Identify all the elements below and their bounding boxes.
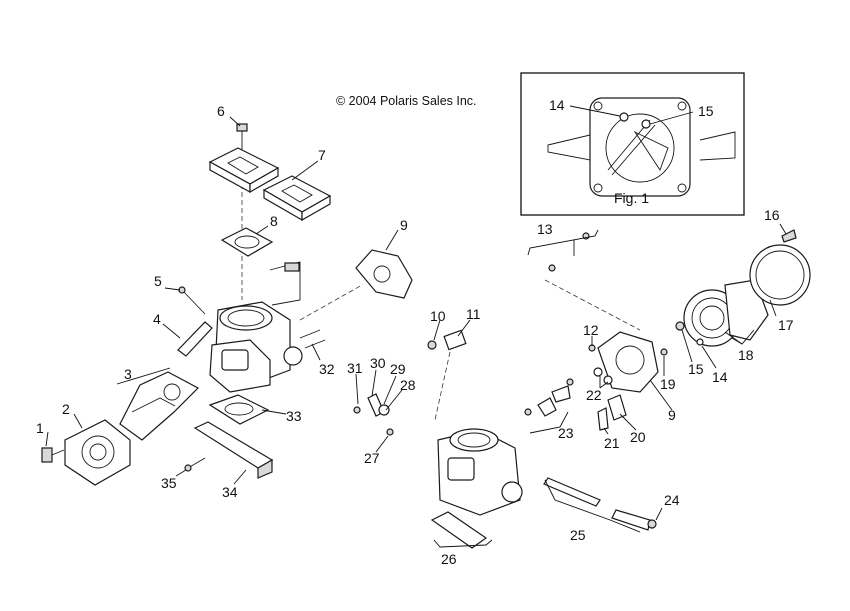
copyright-notice: © 2004 Polaris Sales Inc. xyxy=(336,94,477,108)
callout-23: 23 xyxy=(558,425,574,441)
callout-16: 16 xyxy=(764,207,780,223)
callout-18: 18 xyxy=(738,347,754,363)
callouts: 1 2 3 4 5 6 7 8 9 10 11 12 13 14 15 16 1… xyxy=(36,103,794,567)
callout-12: 12 xyxy=(583,322,599,338)
callout-6: 6 xyxy=(217,103,225,119)
inset-fig-1: 14 15 Fig. 1 xyxy=(520,72,745,216)
callout-11: 11 xyxy=(466,306,481,322)
callout-25: 25 xyxy=(570,527,586,543)
callout-30: 30 xyxy=(370,355,386,371)
callout-27: 27 xyxy=(364,450,380,466)
callout-21: 21 xyxy=(604,435,620,451)
callout-19: 19 xyxy=(660,376,676,392)
callout-2: 2 xyxy=(62,401,70,417)
callout-1: 1 xyxy=(36,420,44,436)
callout-15: 15 xyxy=(688,361,704,377)
callout-3: 3 xyxy=(124,366,132,382)
right-carburetor-assembly xyxy=(353,229,811,549)
callout-9-left: 9 xyxy=(400,217,408,233)
callout-26: 26 xyxy=(441,551,457,567)
callout-5: 5 xyxy=(154,273,162,289)
callout-28: 28 xyxy=(400,377,416,393)
callout-9-right: 9 xyxy=(668,407,676,423)
callout-34: 34 xyxy=(222,484,238,500)
callout-22: 22 xyxy=(586,387,602,403)
callout-32: 32 xyxy=(319,361,335,377)
callout-24: 24 xyxy=(664,492,680,508)
callout-20: 20 xyxy=(630,429,646,445)
callout-35: 35 xyxy=(161,475,177,491)
callout-15-inset: 15 xyxy=(698,103,714,119)
callout-33: 33 xyxy=(286,408,302,424)
callout-4: 4 xyxy=(153,311,161,327)
callout-31: 31 xyxy=(347,360,363,376)
left-carburetor-assembly xyxy=(41,123,413,486)
callout-8: 8 xyxy=(270,213,278,229)
callout-14-inset: 14 xyxy=(549,97,565,113)
callout-14: 14 xyxy=(712,369,728,385)
callout-13: 13 xyxy=(537,221,553,237)
callout-7: 7 xyxy=(318,147,326,163)
callout-17: 17 xyxy=(778,317,794,333)
callout-29: 29 xyxy=(390,361,406,377)
inset-caption: Fig. 1 xyxy=(614,190,649,206)
callout-10: 10 xyxy=(430,308,446,324)
